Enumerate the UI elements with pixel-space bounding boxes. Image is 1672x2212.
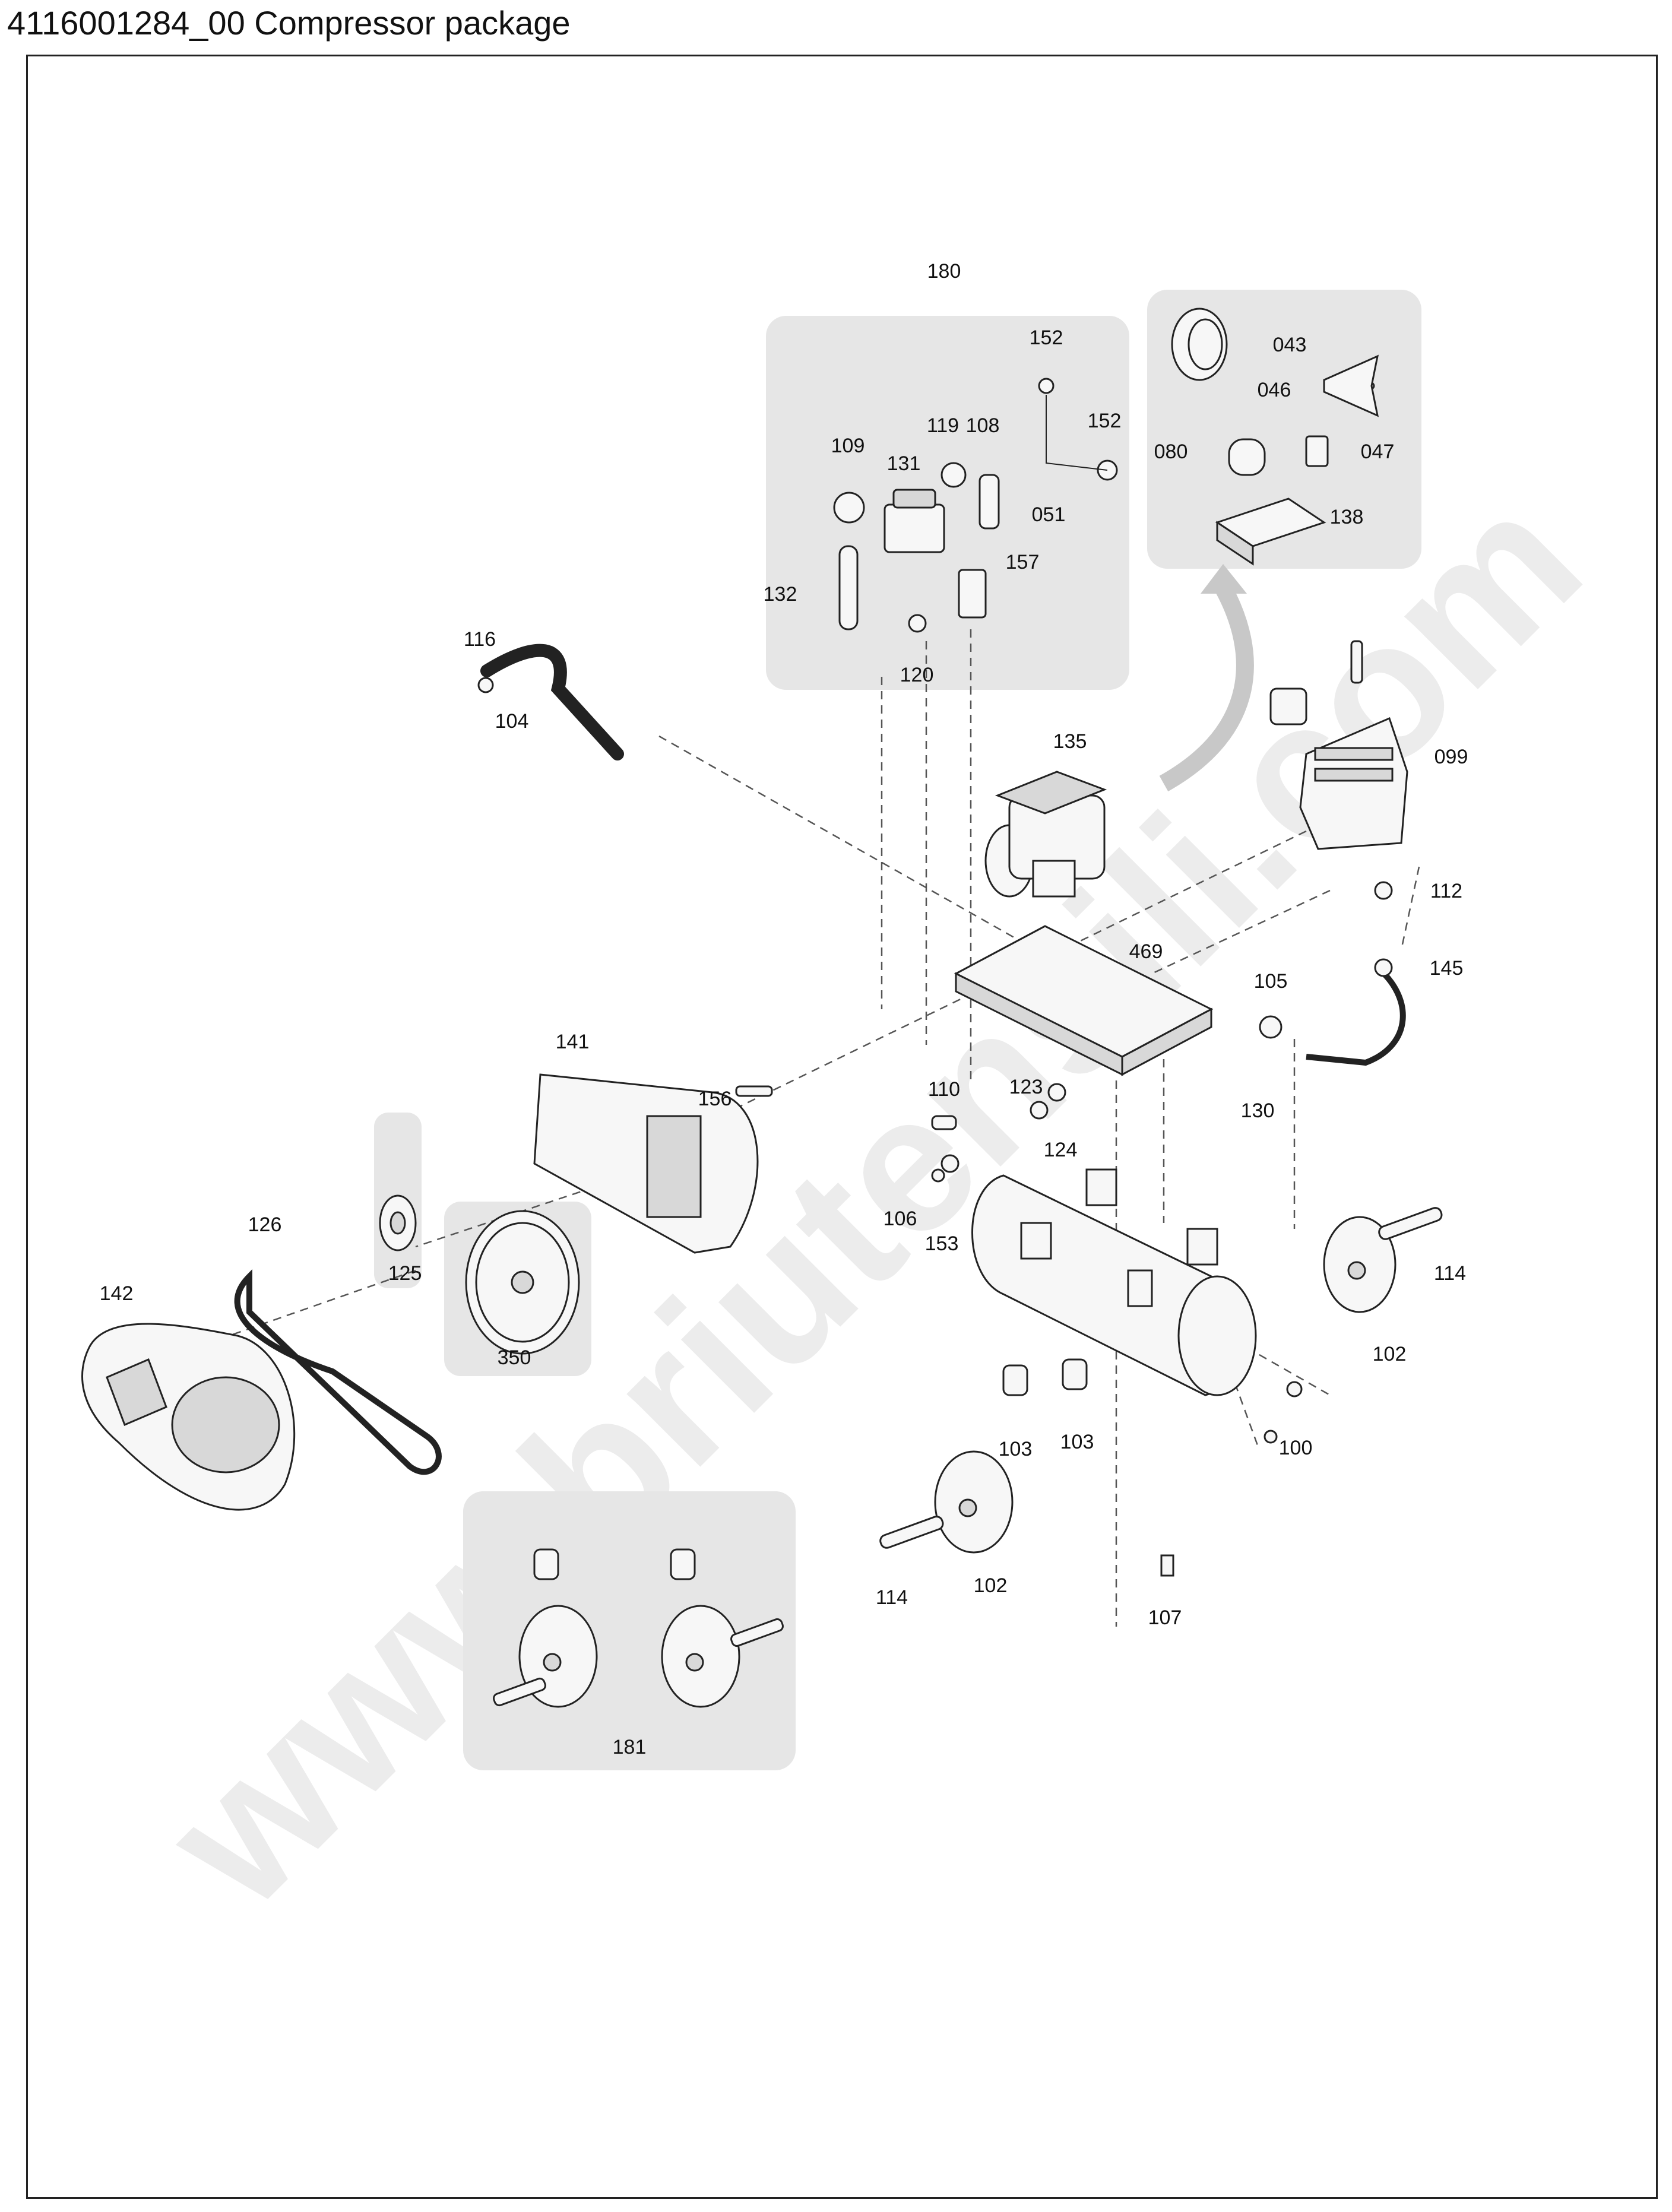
label-109: 109 <box>831 435 865 457</box>
fan-350 <box>465 1210 580 1355</box>
label-142: 142 <box>100 1282 134 1305</box>
label-114-right: 114 <box>1434 1262 1466 1285</box>
label-110: 110 <box>928 1078 960 1101</box>
belt-126 <box>234 1269 442 1475</box>
label-043: 043 <box>1273 334 1307 356</box>
label-135: 135 <box>1053 730 1087 753</box>
label-156: 156 <box>698 1088 732 1110</box>
wheel-102-left <box>879 1450 1014 1554</box>
label-141: 141 <box>556 1031 590 1053</box>
label-130: 130 <box>1241 1099 1275 1122</box>
wheel-kit-181 <box>493 1548 784 1708</box>
label-114-left: 114 <box>876 1586 908 1609</box>
diagram-frame <box>26 55 1658 2199</box>
label-102-left: 102 <box>974 1574 1008 1597</box>
label-152-right: 152 <box>1088 410 1122 432</box>
label-046: 046 <box>1258 379 1291 401</box>
label-131: 131 <box>887 452 921 475</box>
label-103-left: 103 <box>999 1438 1033 1460</box>
label-124: 124 <box>1044 1139 1078 1161</box>
page-title: 4116001284_00 Compressor package <box>7 4 571 42</box>
label-152-top: 152 <box>1030 327 1063 349</box>
small-fittings <box>735 881 1393 1577</box>
label-116: 116 <box>464 628 496 651</box>
label-138: 138 <box>1330 506 1364 528</box>
label-145: 145 <box>1430 957 1464 980</box>
label-107: 107 <box>1148 1606 1182 1629</box>
label-103-right: 103 <box>1060 1431 1094 1453</box>
label-104: 104 <box>495 710 529 733</box>
label-120: 120 <box>900 664 934 686</box>
motor-135 <box>984 771 1107 898</box>
wheel-102-right <box>1323 1207 1443 1313</box>
label-051: 051 <box>1032 503 1066 526</box>
feet-103 <box>1002 1358 1088 1396</box>
label-181: 181 <box>613 1736 647 1758</box>
label-106: 106 <box>884 1208 917 1230</box>
label-469: 469 <box>1129 940 1163 963</box>
label-047: 047 <box>1361 441 1395 463</box>
label-119: 119 <box>927 414 959 437</box>
label-099: 099 <box>1434 746 1468 768</box>
belt-guard-back-141 <box>533 1073 759 1254</box>
label-125: 125 <box>388 1262 422 1285</box>
pressure-switch-assembly <box>833 378 1118 633</box>
curved-arrow <box>1159 583 1254 792</box>
label-132: 132 <box>764 583 797 606</box>
label-102-right: 102 <box>1373 1343 1407 1365</box>
label-153: 153 <box>925 1232 959 1255</box>
part-labels: 180 152 152 119 108 109 131 051 157 132 … <box>100 260 1468 1758</box>
label-157: 157 <box>1006 551 1040 573</box>
cap-116 <box>477 677 494 693</box>
label-100: 100 <box>1279 1437 1313 1459</box>
label-123: 123 <box>1009 1076 1043 1098</box>
label-350: 350 <box>498 1346 531 1369</box>
handle-104 <box>480 644 624 760</box>
belt-guard-front-142 <box>81 1323 296 1511</box>
label-112: 112 <box>1430 880 1462 902</box>
base-plate-469 <box>954 925 1214 1076</box>
pump-head-099 <box>1269 640 1408 850</box>
label-126: 126 <box>248 1213 282 1236</box>
label-180: 180 <box>927 260 961 283</box>
hose-145 <box>1306 965 1406 1066</box>
label-108: 108 <box>966 414 1000 437</box>
panel-180-pressure-switch <box>766 316 1129 690</box>
air-tank <box>971 1168 1257 1396</box>
label-105: 105 <box>1254 970 1288 993</box>
label-080: 080 <box>1154 441 1188 463</box>
curved-arrow-head <box>1201 564 1247 594</box>
motor-parts-items <box>1171 308 1379 566</box>
